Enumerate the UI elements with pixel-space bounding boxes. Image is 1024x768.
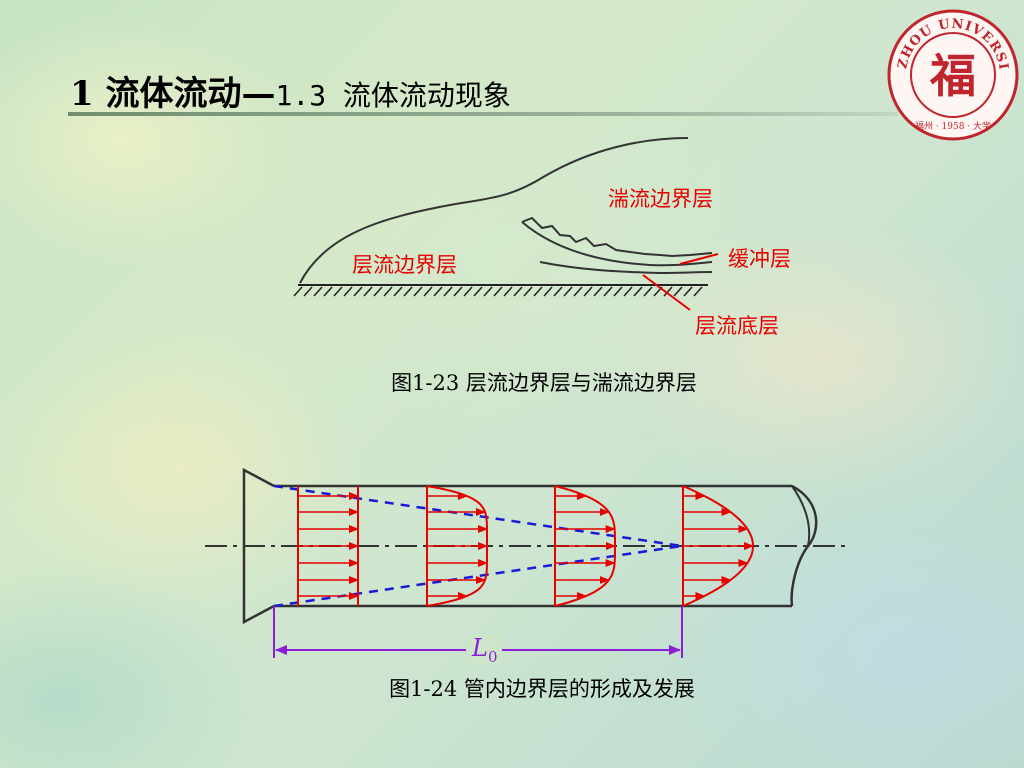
sublayer-pointer (642, 274, 691, 311)
velocity-profiles (297, 485, 755, 607)
figure-1-24: L0 图1-24 管内边界层的形成及发展 (205, 467, 850, 701)
entrance-length-label: L0 (471, 634, 497, 666)
turbulent-edge (521, 216, 713, 258)
seal-bottom-text: 福州 · 1958 · 大学 (915, 120, 991, 132)
label-laminar-sublayer: 层流底层 (695, 314, 779, 338)
slide-title-main: 1 流体流动— (70, 74, 276, 114)
laminar-sublayer-line (539, 261, 713, 275)
slide-title-sub: 1.3 流体流动现象 (275, 79, 511, 112)
buffer-layer-pointer (679, 253, 719, 265)
title-underline (68, 112, 898, 116)
label-laminar-boundary-layer: 层流边界层 (352, 253, 457, 277)
boundary-layer-lower-edge (273, 544, 683, 608)
boundary-layer-upper-edge (273, 484, 683, 548)
fuzhou-university-seal-icon: FUZHOU UNIVERSITY 福 福州 · 1958 · 大学 (886, 8, 1019, 141)
figure-1-23-caption: 图1-23 层流边界层与湍流边界层 (391, 371, 697, 395)
boundary-layer-outer-edge (299, 137, 689, 284)
figure-1-23: 湍流边界层 层流边界层 缓冲层 层流底层 图1-23 层流边界层与湍流边界层 (293, 137, 791, 395)
figure-1-24-caption: 图1-24 管内边界层的形成及发展 (389, 677, 695, 701)
seal-glyph: 福 (929, 49, 976, 103)
slide-title: 1 流体流动—1.3 流体流动现象 (70, 66, 511, 115)
label-turbulent-boundary-layer: 湍流边界层 (608, 187, 713, 211)
flat-plate-hatching (293, 286, 703, 297)
label-buffer-layer: 缓冲层 (728, 247, 791, 271)
buffer-layer-line (521, 221, 713, 267)
